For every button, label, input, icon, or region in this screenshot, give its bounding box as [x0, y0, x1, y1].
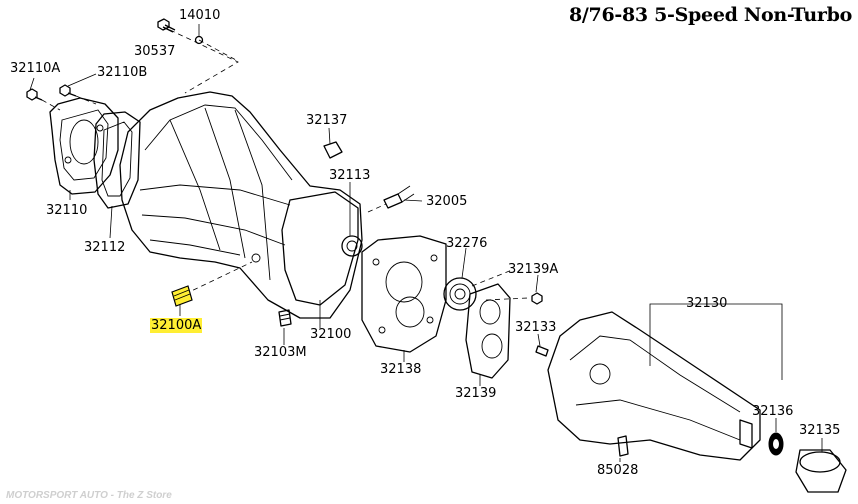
label-32133[interactable]: 32133	[515, 320, 557, 335]
label-32130[interactable]: 32130	[686, 296, 728, 311]
diagram-title: 8/76-83 5-Speed Non-Turbo	[568, 4, 852, 26]
bolt-guide-line-2	[41, 95, 97, 111]
leader-32137	[328, 127, 331, 145]
label-32110[interactable]: 32110	[46, 203, 88, 218]
plug-32100A	[171, 285, 193, 307]
footer-watermark: MOTORSPORT AUTO - The Z Store	[6, 490, 172, 501]
bolt-32110B	[59, 84, 77, 97]
label-32276[interactable]: 32276	[446, 236, 488, 251]
rear-extension-32130	[547, 311, 761, 461]
bolt-guide-line	[169, 29, 239, 94]
bolt-32110A	[26, 88, 43, 101]
label-85028[interactable]: 85028	[597, 463, 639, 478]
label-32135[interactable]: 32135	[799, 423, 841, 438]
leader-32276	[461, 247, 467, 279]
gasket-32139	[465, 283, 511, 379]
label-32005[interactable]: 32005	[426, 194, 468, 209]
dust-cover-32135	[795, 449, 847, 493]
label-32110A[interactable]: 32110A	[10, 61, 61, 76]
bolt-30537	[157, 18, 176, 33]
seal-32136	[768, 432, 784, 456]
switch-guide-line	[367, 203, 387, 213]
label-32136[interactable]: 32136	[752, 404, 794, 419]
part-32137	[323, 141, 343, 159]
leader-32130	[649, 303, 783, 380]
leader-32110A	[29, 77, 35, 91]
label-30537[interactable]: 30537	[134, 44, 176, 59]
front-cover-32110	[49, 97, 119, 195]
leader-32133	[537, 333, 541, 347]
transmission-case-32100	[119, 91, 363, 319]
leader-32005	[403, 199, 423, 202]
label-32110B[interactable]: 32110B	[97, 65, 148, 80]
label-32103M[interactable]: 32103M	[254, 345, 307, 360]
bolt-32139A	[531, 292, 543, 305]
leader-32139A	[535, 274, 539, 293]
label-32139[interactable]: 32139	[455, 386, 497, 401]
breather-32103M	[278, 309, 292, 327]
leader-32112	[109, 205, 113, 239]
label-32112[interactable]: 32112	[84, 240, 126, 255]
label-32100[interactable]: 32100	[310, 327, 352, 342]
label-32139A[interactable]: 32139A	[508, 262, 559, 277]
label-32137[interactable]: 32137	[306, 113, 348, 128]
gasket-32112	[93, 111, 141, 209]
label-32113[interactable]: 32113	[329, 168, 371, 183]
adapter-plate-32138	[361, 235, 447, 353]
label-32100A[interactable]: 32100A	[150, 318, 203, 333]
bolt-85028	[617, 435, 629, 457]
leader-32110B	[67, 73, 97, 87]
pin-32133	[535, 345, 549, 357]
label-14010[interactable]: 14010	[179, 8, 221, 23]
switch-32005	[383, 185, 415, 209]
bearing-guide-line	[471, 269, 529, 301]
label-32138[interactable]: 32138	[380, 362, 422, 377]
plug-guide-line	[184, 261, 253, 295]
